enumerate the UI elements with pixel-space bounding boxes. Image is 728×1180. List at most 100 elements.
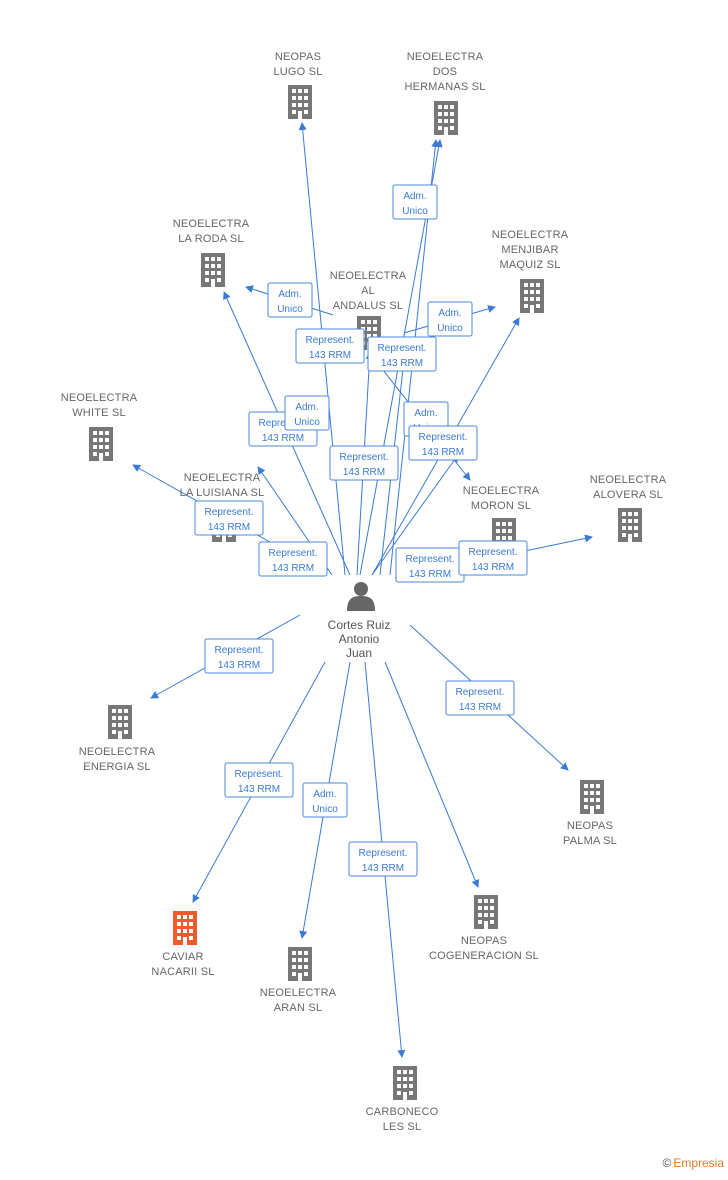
edge-label-text: Represent.: [340, 452, 389, 463]
node-neoelectra-menjibar[interactable]: NEOELECTRA MENJIBAR MAQUIZ SL: [492, 229, 569, 313]
edge-label-text: Unico: [312, 804, 338, 815]
edge-label-text: Adm.: [278, 289, 301, 300]
edge-label-text: Represent.: [235, 769, 284, 780]
node-label-line: NEOPAS: [275, 51, 321, 63]
building-icon: [201, 253, 225, 287]
edge-label-text: Unico: [294, 417, 320, 428]
edge-label-text: 143 RRM: [208, 522, 250, 533]
node-label-line: MAQUIZ SL: [499, 259, 560, 271]
building-icon: [618, 508, 642, 542]
node-neoelectra-white[interactable]: NEOELECTRA WHITE SL: [61, 392, 138, 461]
edge-label-text: Represent.: [406, 554, 455, 565]
node-label-line: NEOELECTRA: [61, 392, 138, 404]
edge-label-17[interactable]: Represent. 143 RRM: [224, 762, 294, 798]
edge-label-1[interactable]: Adm.Unico: [392, 184, 438, 220]
node-neoelectra-la-roda[interactable]: NEOELECTRA LA RODA SL: [173, 218, 250, 287]
edge-label-box: [224, 762, 294, 798]
center-name-line: Juan: [346, 646, 372, 660]
edge-label-text: Represent.: [259, 418, 308, 429]
edge-line-13: [371, 454, 459, 576]
node-label-line: NEOELECTRA: [173, 218, 250, 230]
building-icon: [288, 947, 312, 981]
edge-label-text: Represent.: [215, 645, 264, 656]
node-label-line: ANDALUS SL: [333, 300, 403, 312]
edge-label-text: 143 RRM: [343, 467, 385, 478]
edge-label-18[interactable]: Adm.Unico: [302, 782, 348, 818]
edge-label-text: Represent.: [469, 547, 518, 558]
node-label-line: WHITE SL: [72, 407, 126, 419]
node-label-line: NEOELECTRA: [260, 987, 337, 999]
edge-label-8[interactable]: Represent. 143 RRM: [329, 445, 399, 481]
edge-label-text: 143 RRM: [272, 563, 314, 574]
node-label-line: LA LUISIANA SL: [180, 487, 265, 499]
edge-label-box: [445, 680, 515, 716]
building-icon: [288, 85, 312, 119]
node-label-line: NEOELECTRA: [463, 485, 540, 497]
edge-label-text: 143 RRM: [409, 569, 451, 580]
building-icon: [89, 427, 113, 461]
node-label: NEOELECTRA WHITE SL: [61, 392, 138, 419]
node-label-line: NEOPAS: [567, 820, 613, 832]
edge-label-box: [302, 782, 348, 818]
edge-label-2[interactable]: Adm. Unico: [267, 282, 313, 318]
node-label-line: NEOELECTRA: [79, 746, 156, 758]
edge-label-10[interactable]: Represent. 143 RRM: [408, 425, 478, 461]
building-icon: [393, 1066, 417, 1100]
edge-label-box: [392, 184, 438, 220]
edge-label-text: 143 RRM: [238, 784, 280, 795]
edge-label-5[interactable]: Represent.143 RRM: [367, 336, 437, 372]
building-icon: [434, 101, 458, 135]
node-label-line: HERMANAS SL: [404, 81, 485, 93]
edge-line-19: [384, 661, 480, 888]
building-icon: [580, 780, 604, 814]
edge-label-box: [348, 841, 418, 877]
edge-label-text: Adm.: [295, 402, 318, 413]
edge-label-4[interactable]: Represent.143 RRM: [295, 328, 365, 364]
node-label: NEOELECTRA LA RODA SL: [173, 218, 250, 245]
edge-label-12[interactable]: Represent. 143 RRM: [258, 541, 328, 577]
node-label-line: NEOELECTRA: [492, 229, 569, 241]
edge-label-3[interactable]: Adm.Unico: [427, 301, 473, 337]
edge-label-14[interactable]: Represent.143 RRM: [458, 540, 528, 576]
edge-label-11[interactable]: Represent. 143 RRM: [194, 500, 264, 536]
edge-label-7[interactable]: Adm. Unico: [284, 395, 330, 431]
node-label-line: MENJIBAR: [501, 244, 558, 256]
edge-label-text: Represent.: [269, 548, 318, 559]
edge-label-15[interactable]: Represent.143 RRM: [204, 638, 274, 674]
edge-label-box: [204, 638, 274, 674]
edge-label-text: Represent.: [205, 507, 254, 518]
edge-label-text: 143 RRM: [422, 447, 464, 458]
copyright-symbol: ©: [662, 1156, 672, 1170]
node-label-line: LA RODA SL: [178, 233, 244, 245]
edge-label-19[interactable]: Represent.143 RRM: [348, 841, 418, 877]
edge-label-text: Represent.: [419, 432, 468, 443]
edge-label-16[interactable]: Represent.143 RRM: [445, 680, 515, 716]
center-name-line: Cortes Ruiz: [328, 618, 391, 632]
node-label-line: NEOELECTRA: [590, 474, 667, 486]
node-label-line: NACARII SL: [151, 966, 214, 978]
edge-label-text: Unico: [277, 304, 303, 315]
edge-label-13[interactable]: Represent. 143 RRM: [395, 547, 465, 583]
edge-label-text: Represent.: [306, 335, 355, 346]
